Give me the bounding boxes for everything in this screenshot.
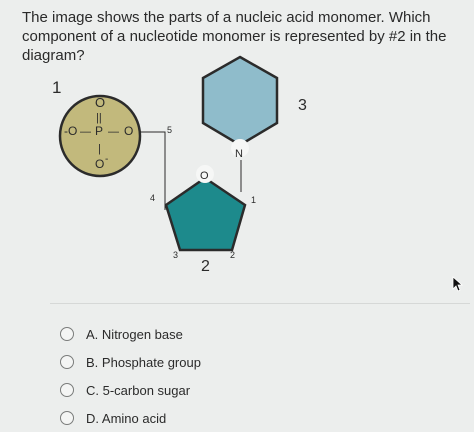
radio-button-d[interactable] bbox=[60, 411, 74, 425]
phosphate-left-oxygen: -O bbox=[64, 124, 77, 138]
phosphate-number-label: 1 bbox=[52, 78, 61, 97]
radio-button-c[interactable] bbox=[60, 383, 74, 397]
option-d[interactable]: D. Amino acid bbox=[60, 404, 201, 432]
option-b-text: Phosphate group bbox=[101, 354, 201, 370]
option-b-label: B. Phosphate group bbox=[86, 355, 201, 370]
sugar-pentagon bbox=[164, 176, 247, 252]
phosphate-p: P bbox=[95, 124, 103, 138]
question-text: The image shows the parts of a nucleic a… bbox=[22, 9, 447, 64]
option-b[interactable]: B. Phosphate group bbox=[60, 348, 201, 376]
divider bbox=[50, 303, 470, 304]
phosphate-bottom-charge: - bbox=[105, 154, 108, 165]
option-d-label: D. Amino acid bbox=[86, 411, 166, 426]
option-a-text: Nitrogen base bbox=[101, 326, 183, 342]
phosphate-sugar-link bbox=[140, 131, 166, 210]
option-a[interactable]: A. Nitrogen base bbox=[60, 320, 201, 348]
sugar-number-label: 2 bbox=[201, 258, 210, 275]
nitrogen-base-hexagon bbox=[201, 55, 279, 147]
base-nitrogen-label: N bbox=[235, 148, 243, 160]
phosphate-top-oxygen: O bbox=[95, 95, 105, 110]
answer-options: A. Nitrogen base B. Phosphate group C. 5… bbox=[60, 320, 201, 432]
base-number-label: 3 bbox=[298, 97, 307, 114]
carbon-1-label: 1 bbox=[251, 195, 256, 205]
nucleotide-diagram: 1 O || -O — P — O | O - 5 N 3 O 1 2 3 4 … bbox=[52, 55, 307, 275]
option-c[interactable]: C. 5-carbon sugar bbox=[60, 376, 201, 404]
sugar-oxygen-dot bbox=[196, 165, 214, 183]
option-a-label: A. Nitrogen base bbox=[86, 327, 183, 342]
mouse-pointer-icon bbox=[452, 276, 464, 292]
option-c-letter: C. bbox=[86, 382, 99, 398]
carbon-5-label: 5 bbox=[167, 125, 172, 135]
radio-button-b[interactable] bbox=[60, 355, 74, 369]
base-nitrogen-dot bbox=[231, 139, 249, 157]
phosphate-double-bond: || bbox=[96, 112, 102, 124]
option-c-text: 5-carbon sugar bbox=[102, 382, 191, 398]
carbon-3-label: 3 bbox=[173, 250, 178, 260]
sugar-oxygen-label: O bbox=[200, 170, 209, 182]
phosphate-bottom-oxygen: O bbox=[95, 157, 104, 171]
option-b-letter: B. bbox=[86, 354, 99, 370]
option-c-label: C. 5-carbon sugar bbox=[86, 383, 190, 398]
radio-button-a[interactable] bbox=[60, 327, 74, 341]
carbon-2-label: 2 bbox=[230, 250, 235, 260]
phosphate-left-dash: — bbox=[80, 126, 91, 138]
phosphate-right-oxygen: O bbox=[124, 124, 133, 138]
phosphate-single-bond: | bbox=[98, 143, 101, 155]
option-d-letter: D. bbox=[86, 410, 99, 426]
option-a-letter: A. bbox=[86, 326, 99, 342]
phosphate-right-dash: — bbox=[108, 126, 119, 138]
phosphate-circle bbox=[58, 94, 142, 178]
option-d-text: Amino acid bbox=[101, 410, 167, 426]
carbon-4-label: 4 bbox=[150, 193, 155, 203]
